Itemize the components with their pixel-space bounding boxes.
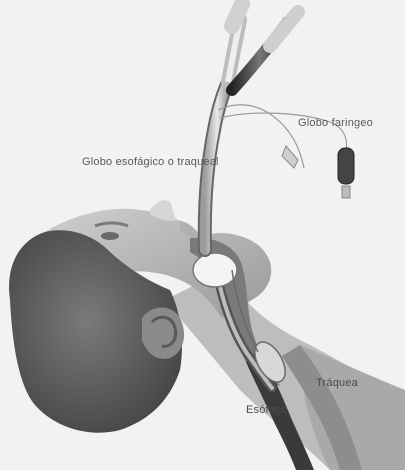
pharyngeal-cuff-label: Globo faringeo	[298, 117, 373, 129]
trachea-label: Tráquea	[316, 377, 358, 389]
esophageal-tracheal-cuff-label: Globo esofágico o traqueal	[82, 156, 219, 168]
ear	[142, 308, 184, 359]
eye	[101, 232, 119, 240]
pilot-balloon	[338, 148, 354, 184]
esophagus-label: Esófago	[246, 404, 288, 416]
proximal-connector-left	[232, 4, 242, 26]
pilot-balloon-valve	[342, 186, 350, 198]
pharyngeal-balloon	[193, 253, 237, 287]
